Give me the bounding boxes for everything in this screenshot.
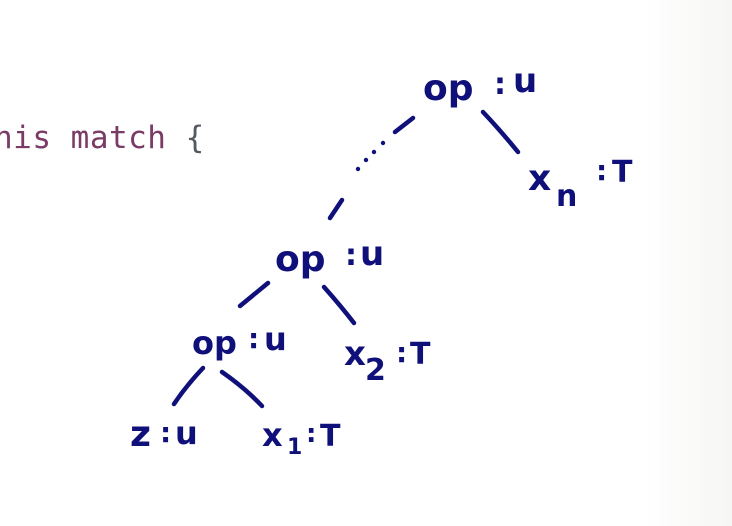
node-x2-label: x bbox=[344, 334, 366, 374]
tree-edges bbox=[171, 109, 521, 409]
edge-root-to-mid-dotted-bottom bbox=[327, 197, 345, 221]
node-xn-label: x bbox=[528, 158, 551, 199]
node-low-op-label: op bbox=[192, 324, 237, 362]
code-open-brace: { bbox=[185, 120, 205, 156]
node-x1-subscript: 1 bbox=[287, 435, 302, 460]
node-xn-type: T bbox=[612, 155, 633, 190]
node-low-op-sep: : bbox=[248, 322, 259, 355]
node-x1-label: x bbox=[262, 416, 283, 454]
edge-root-to-mid-dotted-top bbox=[392, 115, 416, 135]
edge-root-to-mid-dots bbox=[355, 140, 386, 172]
node-xn-subscript: n bbox=[556, 179, 577, 214]
node-x1-type: T bbox=[320, 419, 341, 454]
node-low-op-type: u bbox=[264, 320, 287, 358]
node-root-op: op : u bbox=[423, 61, 537, 109]
node-mid-op-type: u bbox=[360, 234, 384, 274]
node-root-op-sep: : bbox=[494, 67, 506, 102]
node-z: z : u bbox=[130, 414, 198, 455]
node-xn: x n : T bbox=[528, 154, 633, 214]
node-root-op-type: u bbox=[513, 61, 537, 101]
node-x2-type: T bbox=[410, 337, 431, 372]
node-z-type: u bbox=[175, 414, 198, 452]
edge-mid-to-x2 bbox=[321, 284, 357, 326]
edge-low-to-z bbox=[171, 365, 206, 407]
edge-low-to-x1 bbox=[219, 369, 265, 409]
node-z-sep: : bbox=[160, 416, 171, 449]
node-z-label: z bbox=[130, 414, 151, 455]
node-low-op: op : u bbox=[192, 320, 287, 362]
node-x2-subscript: 2 bbox=[365, 353, 386, 388]
node-mid-op-sep: : bbox=[345, 238, 357, 273]
edge-root-to-xn bbox=[480, 109, 521, 155]
node-mid-op: op : u bbox=[275, 234, 384, 280]
node-x1: x 1 : T bbox=[262, 416, 341, 460]
node-x2: x 2 : T bbox=[344, 334, 431, 388]
node-x2-sep: : bbox=[396, 336, 407, 369]
node-xn-sep: : bbox=[596, 154, 607, 187]
node-root-op-label: op bbox=[423, 68, 474, 109]
node-mid-op-label: op bbox=[275, 239, 326, 280]
code-match-text: his match bbox=[0, 120, 167, 156]
node-x1-sep: : bbox=[306, 419, 316, 449]
edge-mid-to-low bbox=[237, 280, 271, 309]
code-snippet: his match { bbox=[0, 120, 205, 156]
